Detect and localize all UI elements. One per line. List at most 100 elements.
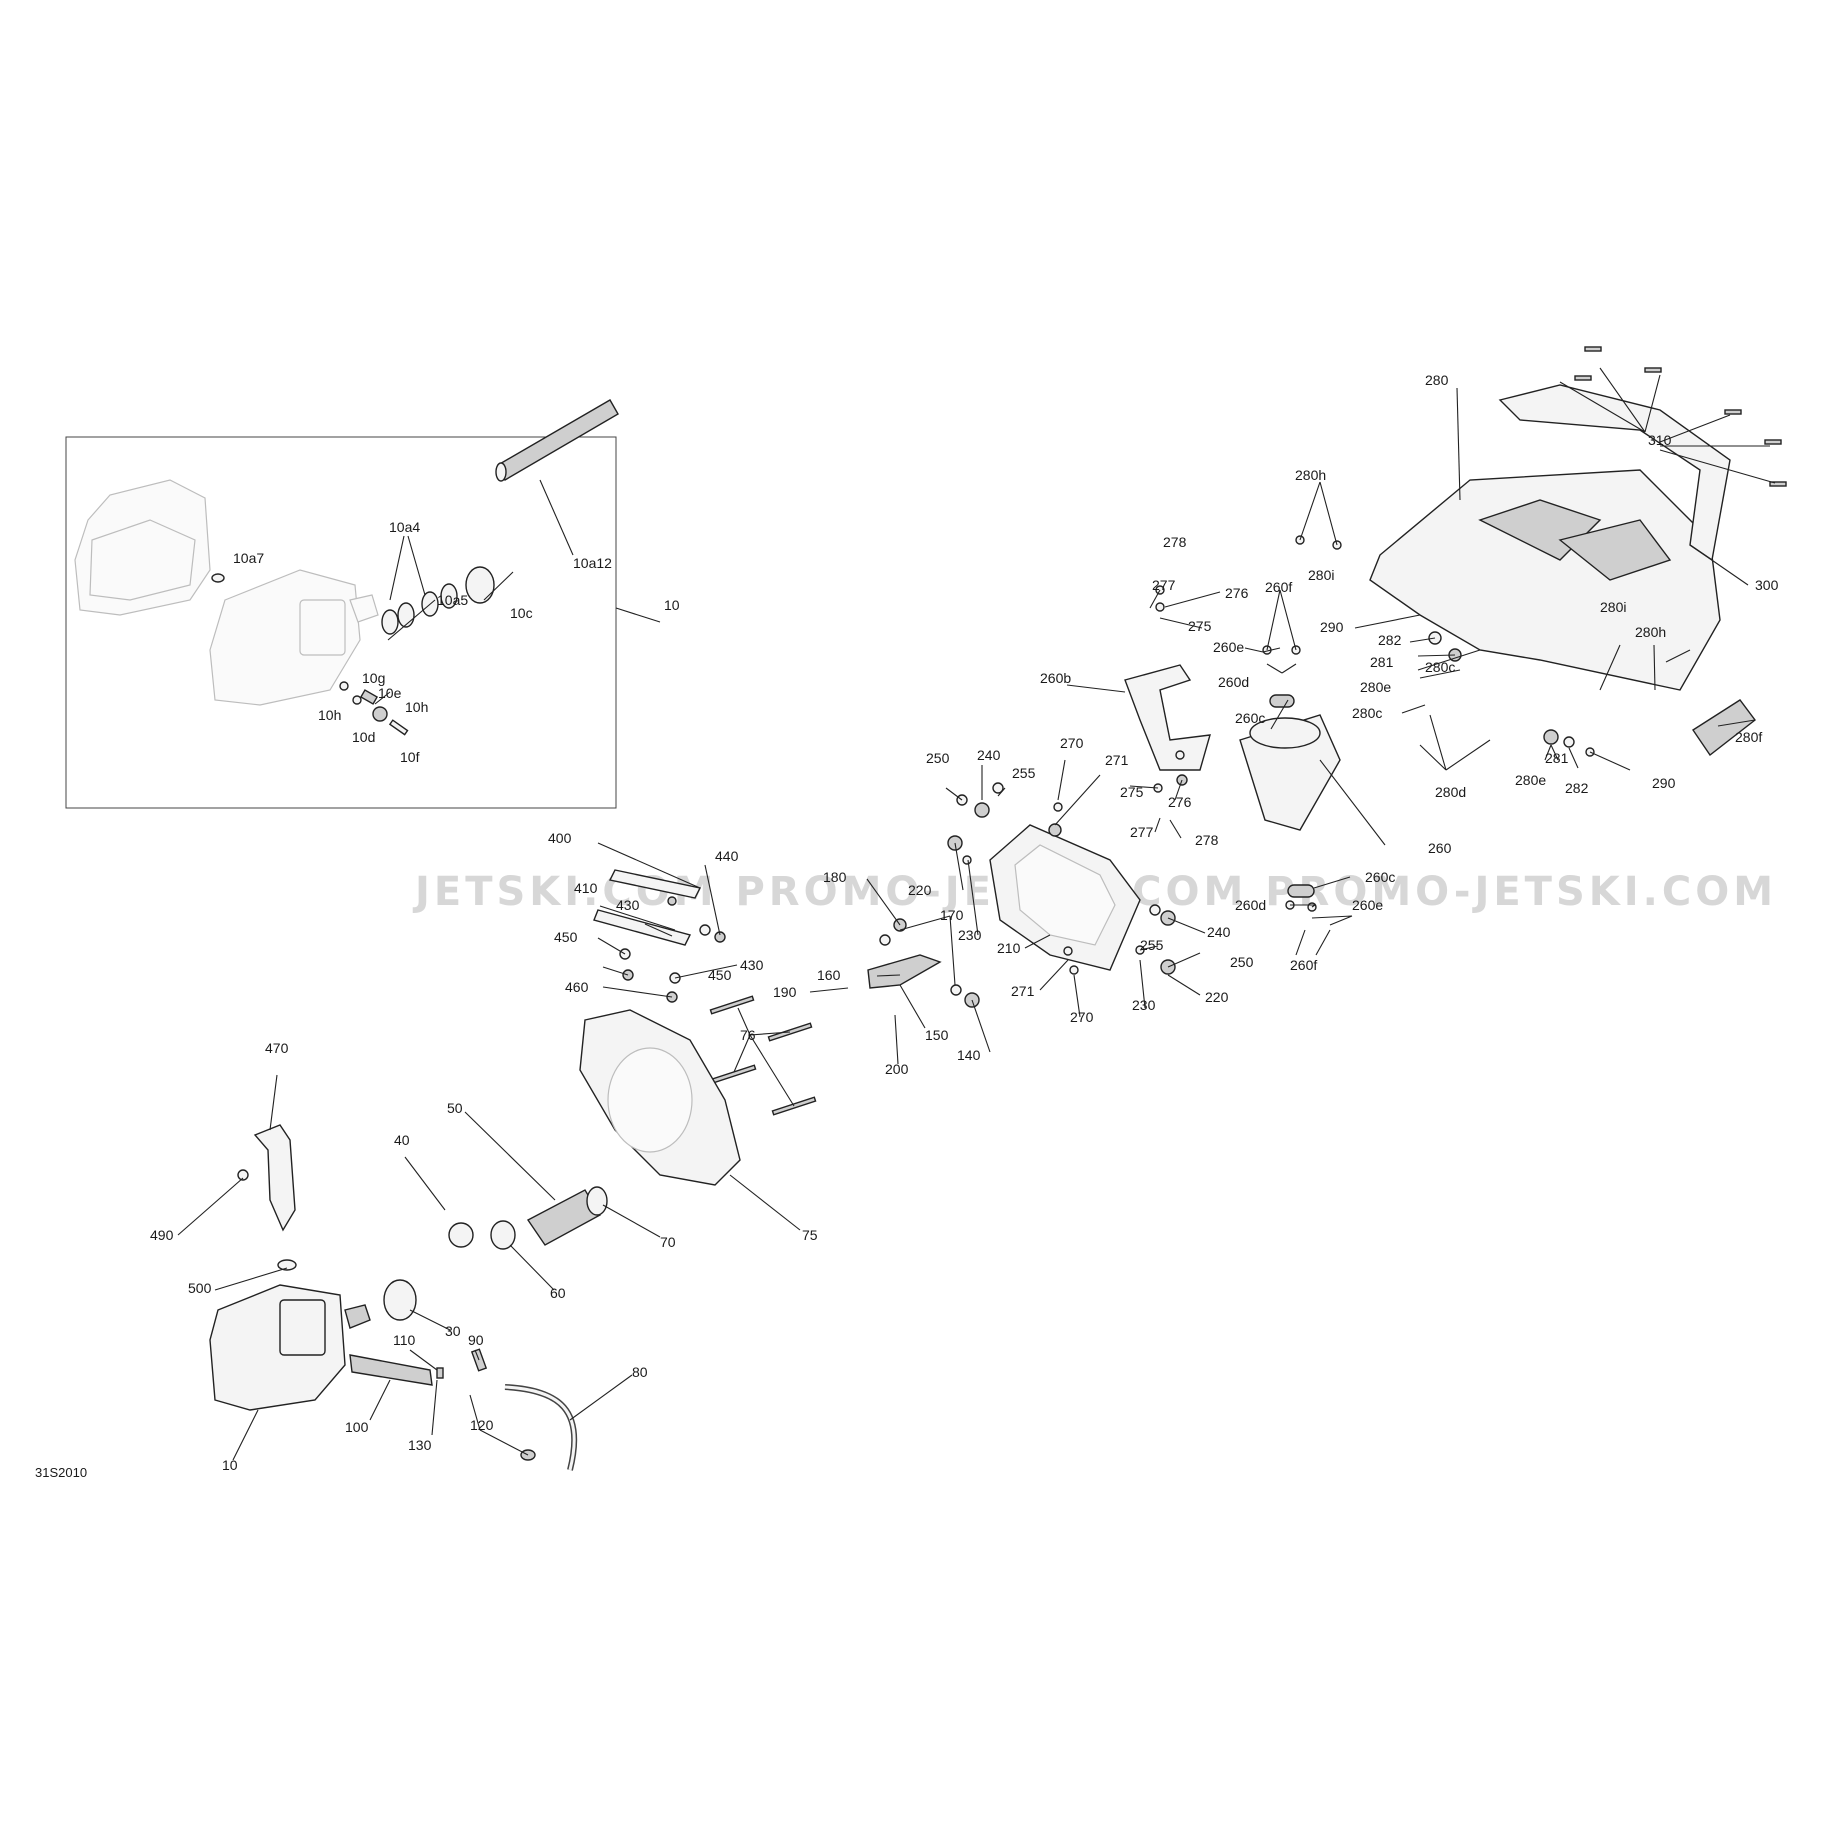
label-10c: 10c bbox=[510, 605, 533, 621]
inset-frame bbox=[65, 436, 617, 809]
label-450-b: 450 bbox=[708, 967, 732, 983]
frame-210 bbox=[989, 824, 1141, 971]
label-260: 260 bbox=[1428, 840, 1452, 856]
label-240-b: 240 bbox=[1207, 924, 1231, 940]
label-280f: 280f bbox=[1735, 729, 1762, 745]
pump-10 bbox=[209, 1284, 371, 1411]
label-255-a: 255 bbox=[1012, 765, 1036, 781]
label-500: 500 bbox=[188, 1280, 212, 1296]
label-100: 100 bbox=[345, 1419, 369, 1435]
cover-280 bbox=[1369, 469, 1721, 691]
label-230-a: 230 bbox=[958, 927, 982, 943]
label-300: 300 bbox=[1755, 577, 1779, 593]
labels: 10a12 10a4 10a7 10c 10a5 10 10g 10e 10h … bbox=[35, 372, 1779, 1480]
label-290-b: 290 bbox=[1652, 775, 1676, 791]
label-280e-b: 280e bbox=[1515, 772, 1546, 788]
label-50: 50 bbox=[447, 1100, 463, 1116]
label-70: 70 bbox=[660, 1234, 676, 1250]
label-10d: 10d bbox=[352, 729, 375, 745]
label-10e: 10e bbox=[378, 685, 402, 701]
label-260e-a: 260e bbox=[1213, 639, 1244, 655]
label-275-b: 275 bbox=[1120, 784, 1144, 800]
label-190: 190 bbox=[773, 984, 797, 1000]
label-30: 30 bbox=[445, 1323, 461, 1339]
label-440: 440 bbox=[715, 848, 739, 864]
label-10a5: 10a5 bbox=[437, 592, 468, 608]
label-10h-b: 10h bbox=[405, 699, 428, 715]
label-140: 140 bbox=[957, 1047, 981, 1063]
label-275-a: 275 bbox=[1188, 618, 1212, 634]
inset-shaft bbox=[495, 399, 619, 482]
label-430-b: 430 bbox=[740, 957, 764, 973]
label-150: 150 bbox=[925, 1027, 949, 1043]
label-277-b: 277 bbox=[1130, 824, 1154, 840]
label-280h-b: 280h bbox=[1635, 624, 1666, 640]
part-260b bbox=[1124, 664, 1211, 771]
label-260c-a: 260c bbox=[1235, 710, 1265, 726]
label-280i-a: 280i bbox=[1308, 567, 1334, 583]
label-160: 160 bbox=[817, 967, 841, 983]
label-400: 400 bbox=[548, 830, 572, 846]
label-282-a: 282 bbox=[1378, 632, 1402, 648]
label-255-b: 255 bbox=[1140, 937, 1164, 953]
label-250-a: 250 bbox=[926, 750, 950, 766]
inset-orings bbox=[211, 566, 495, 635]
label-280h-a: 280h bbox=[1295, 467, 1326, 483]
label-460: 460 bbox=[565, 979, 589, 995]
label-430-a: 430 bbox=[616, 897, 640, 913]
hose-80 bbox=[504, 1384, 578, 1471]
label-10a7: 10a7 bbox=[233, 550, 264, 566]
label-10h-a: 10h bbox=[318, 707, 341, 723]
label-278-a: 278 bbox=[1163, 534, 1187, 550]
housing-75 bbox=[579, 1009, 741, 1186]
label-110: 110 bbox=[393, 1332, 416, 1348]
label-10f: 10f bbox=[400, 749, 420, 765]
label-290-a: 290 bbox=[1320, 619, 1344, 635]
clamps bbox=[383, 1220, 516, 1321]
inset-housing-ghost bbox=[74, 479, 211, 616]
label-280d: 280d bbox=[1435, 784, 1466, 800]
label-260d-b: 260d bbox=[1235, 897, 1266, 913]
label-310: 310 bbox=[1648, 432, 1672, 448]
pads-260c bbox=[1269, 694, 1315, 898]
label-260f-b: 260f bbox=[1290, 957, 1317, 973]
label-76: 76 bbox=[740, 1027, 756, 1043]
label-260d-a: 260d bbox=[1218, 674, 1249, 690]
label-280: 280 bbox=[1425, 372, 1449, 388]
strap-470 bbox=[237, 1124, 297, 1271]
label-80: 80 bbox=[632, 1364, 648, 1380]
label-200: 200 bbox=[885, 1061, 909, 1077]
label-281-a: 281 bbox=[1370, 654, 1394, 670]
label-60: 60 bbox=[550, 1285, 566, 1301]
label-470: 470 bbox=[265, 1040, 289, 1056]
label-280i-b: 280i bbox=[1600, 599, 1626, 615]
label-10a4: 10a4 bbox=[389, 519, 420, 535]
bellows-100 bbox=[349, 1348, 488, 1386]
label-210: 210 bbox=[997, 940, 1021, 956]
label-260c-b: 260c bbox=[1365, 869, 1395, 885]
label-230-b: 230 bbox=[1132, 997, 1156, 1013]
label-90: 90 bbox=[468, 1332, 484, 1348]
label-450-a: 450 bbox=[554, 929, 578, 945]
label-250-b: 250 bbox=[1230, 954, 1254, 970]
label-280e-a: 280e bbox=[1360, 679, 1391, 695]
label-40: 40 bbox=[394, 1132, 410, 1148]
leader-lines bbox=[177, 367, 1776, 1461]
label-75: 75 bbox=[802, 1227, 818, 1243]
label-260b: 260b bbox=[1040, 670, 1071, 686]
label-10a12: 10a12 bbox=[573, 555, 612, 571]
label-260e-b: 260e bbox=[1352, 897, 1383, 913]
label-276-a: 276 bbox=[1225, 585, 1249, 601]
nozzle-260 bbox=[1239, 714, 1341, 831]
label-271-a: 271 bbox=[1105, 752, 1129, 768]
label-260f-a: 260f bbox=[1265, 579, 1292, 595]
part-280f bbox=[1692, 699, 1756, 757]
screws-310 bbox=[1574, 346, 1787, 487]
boot-50 bbox=[526, 1186, 608, 1246]
label-130: 130 bbox=[408, 1437, 432, 1453]
diagram-code: 31S2010 bbox=[35, 1465, 87, 1480]
label-270-b: 270 bbox=[1070, 1009, 1094, 1025]
label-277-a: 277 bbox=[1152, 577, 1176, 593]
label-220-a: 220 bbox=[908, 882, 932, 898]
